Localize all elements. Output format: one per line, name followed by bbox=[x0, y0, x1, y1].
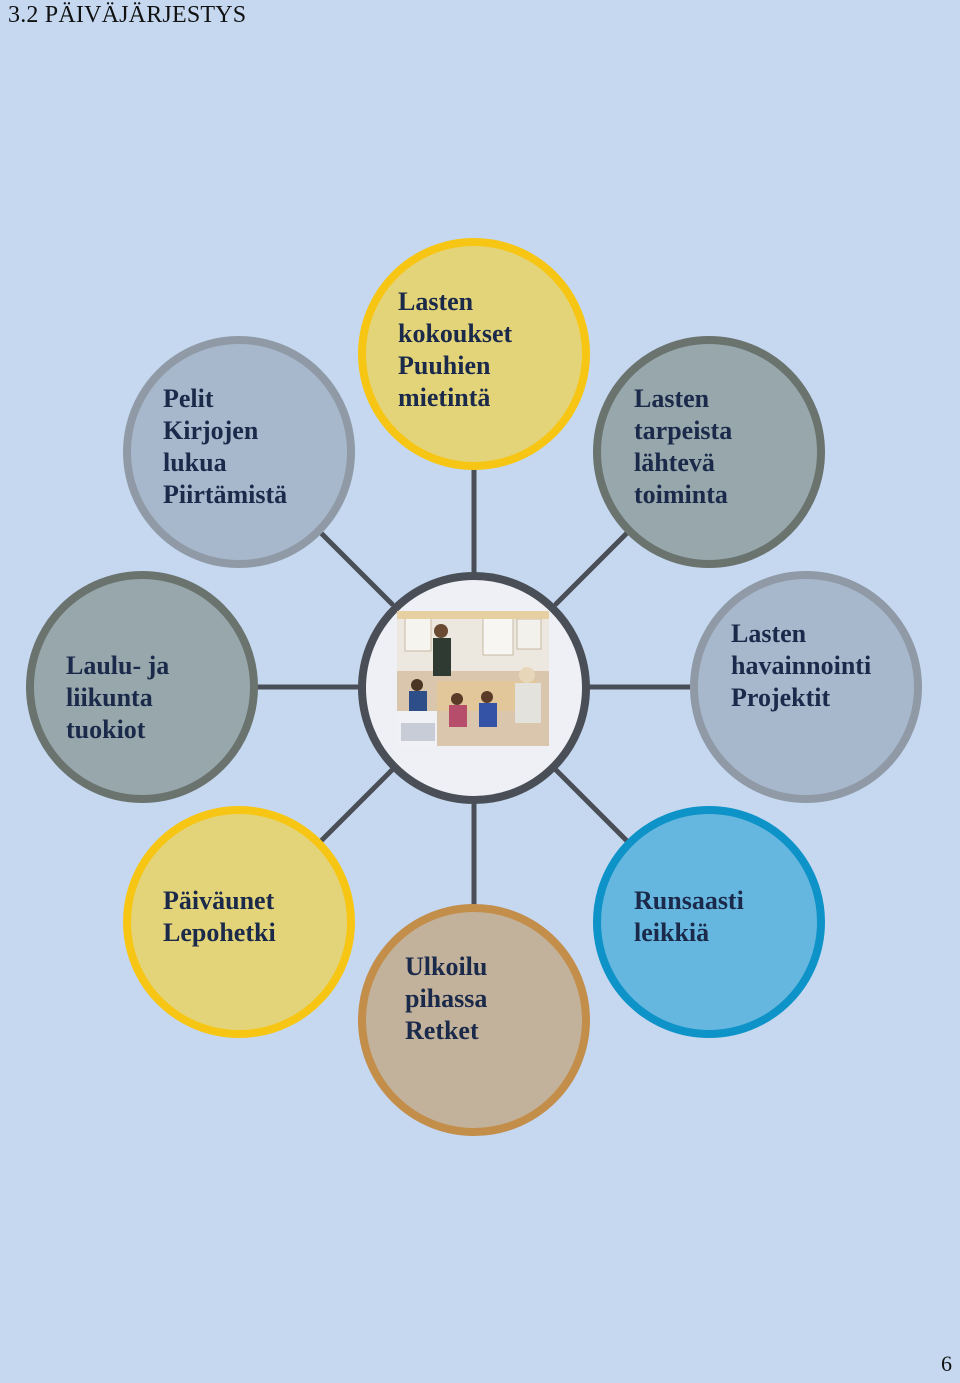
connector-bottom-right bbox=[553, 767, 631, 845]
node-top: Lasten kokoukset Puuhien mietintä bbox=[358, 238, 590, 470]
node-left-label: Laulu- ja liikunta tuokiot bbox=[66, 651, 170, 744]
node-top-right-label: Lasten tarpeista lähtevä toiminta bbox=[634, 384, 733, 509]
node-top-right: Lasten tarpeista lähtevä toiminta bbox=[593, 336, 825, 568]
node-bottom-left-label: Päiväunet Lepohetki bbox=[163, 886, 276, 947]
node-top-left: Pelit Kirjojen lukua Piirtämistä bbox=[123, 336, 355, 568]
classroom-photo bbox=[397, 611, 549, 746]
node-top-left-label: Pelit Kirjojen lukua Piirtämistä bbox=[163, 384, 288, 509]
connector-bottom-left bbox=[317, 767, 395, 845]
node-bottom-label: Ulkoilu pihassa Retket bbox=[405, 952, 488, 1045]
node-right: Lasten havainnointi Projektit bbox=[690, 571, 922, 803]
node-bottom-right-label: Runsaasti leikkiä bbox=[634, 886, 744, 947]
node-left: Laulu- ja liikunta tuokiot bbox=[26, 571, 258, 803]
connector-top-left bbox=[317, 529, 395, 607]
node-bottom-left: Päiväunet Lepohetki bbox=[123, 806, 355, 1038]
node-bottom-right: Runsaasti leikkiä bbox=[593, 806, 825, 1038]
page-title: 3.2 PÄIVÄJÄRJESTYS bbox=[8, 2, 247, 28]
page-number: 6 bbox=[941, 1351, 952, 1376]
node-right-label: Lasten havainnointi Projektit bbox=[731, 619, 872, 712]
connector-top-right bbox=[553, 529, 631, 607]
node-bottom: Ulkoilu pihassa Retket bbox=[358, 904, 590, 1136]
node-top-label: Lasten kokoukset Puuhien mietintä bbox=[398, 287, 513, 412]
